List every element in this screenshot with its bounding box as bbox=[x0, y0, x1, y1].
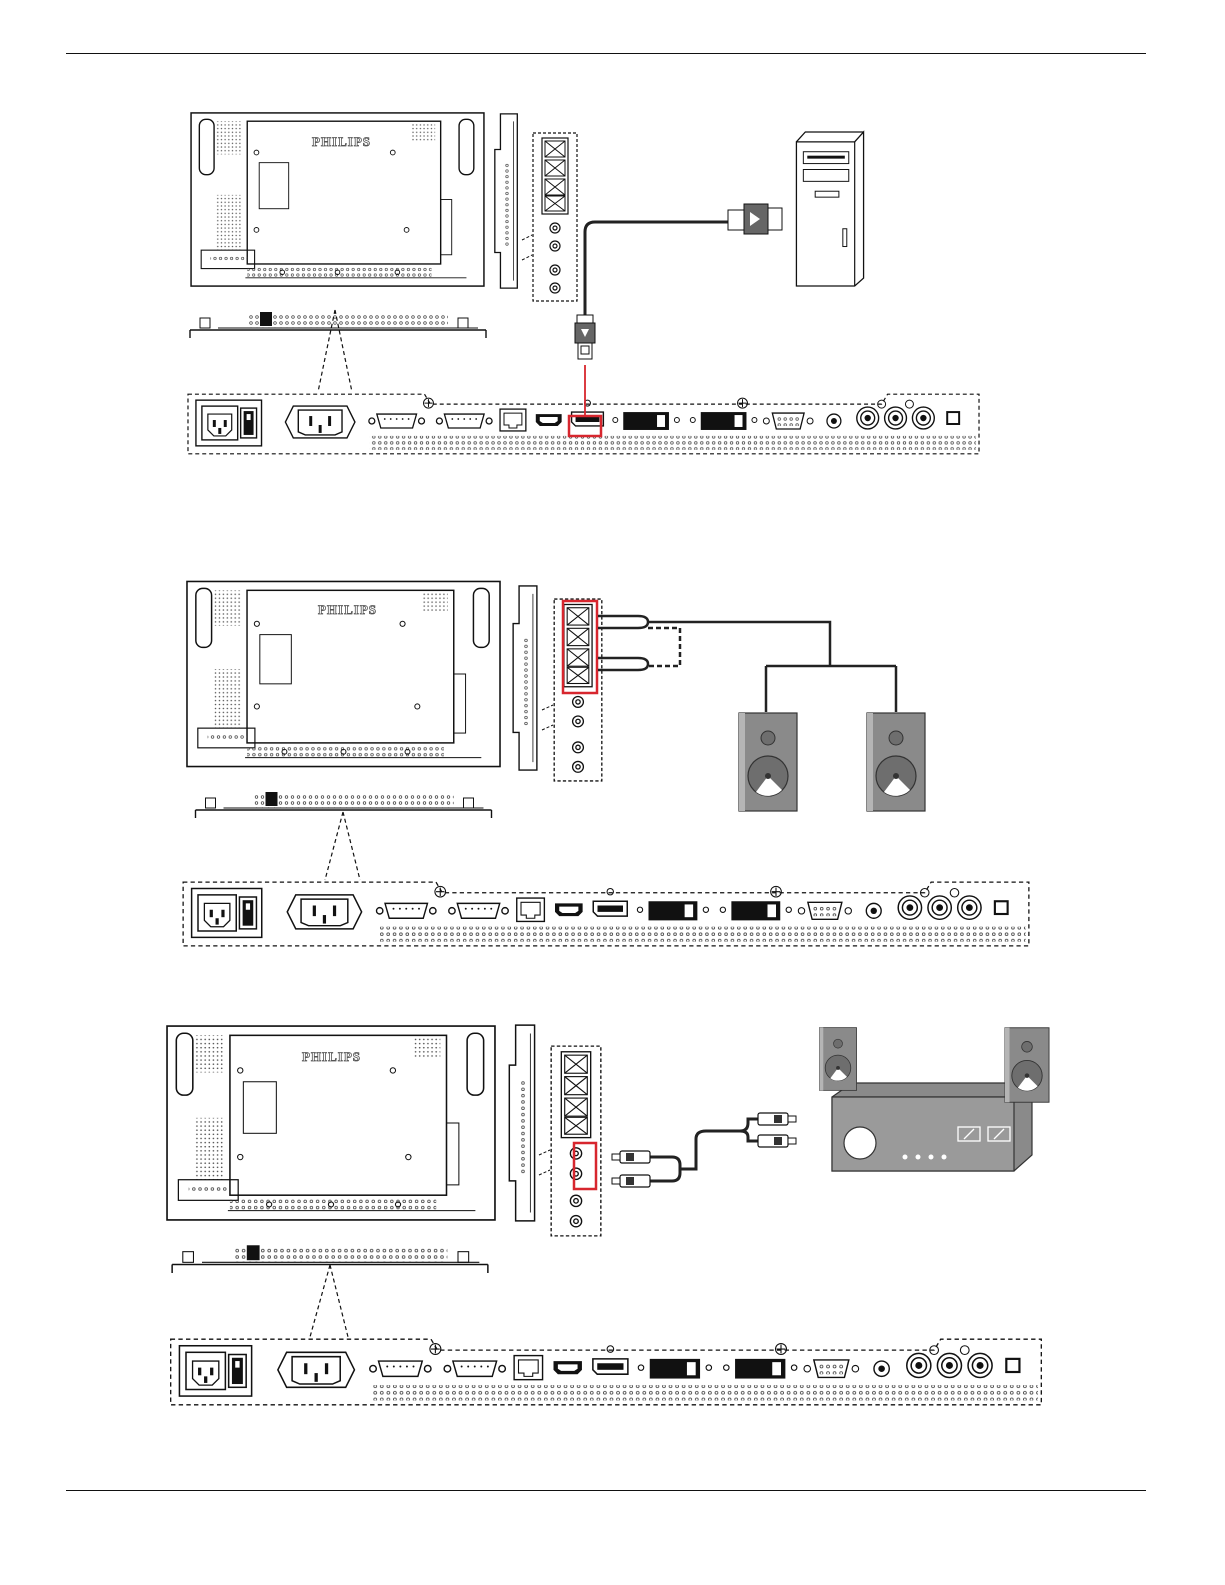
monitor-side-icon bbox=[509, 1025, 534, 1221]
amplifier-icon bbox=[832, 1083, 1032, 1171]
speaker-wires bbox=[598, 616, 896, 712]
dashed-wire bbox=[648, 628, 680, 666]
displayport-cable bbox=[585, 222, 728, 315]
monitor-rear-icon: PHILIPS bbox=[167, 1026, 495, 1220]
speaker-terminal-column bbox=[551, 1046, 601, 1236]
zoom-callout bbox=[325, 812, 360, 880]
monitor-logo: PHILIPS bbox=[302, 1049, 361, 1064]
desktop-pc-icon bbox=[796, 132, 863, 286]
monitor-rear-icon: PHILIPS bbox=[187, 581, 500, 766]
rca-plug-icon bbox=[758, 1113, 796, 1147]
rear-io-panel bbox=[183, 882, 1029, 946]
speaker-terminal-column bbox=[533, 133, 577, 301]
monitor-bottom-icon bbox=[172, 1245, 488, 1273]
callout-lines bbox=[539, 1150, 550, 1175]
footer-rule bbox=[66, 1490, 1146, 1491]
callout-lines bbox=[542, 705, 553, 730]
monitor-side-icon bbox=[513, 586, 537, 770]
speaker-icon bbox=[819, 1028, 856, 1091]
speaker-icon bbox=[867, 713, 925, 811]
zoom-callout bbox=[310, 1265, 348, 1337]
rear-io-panel bbox=[188, 394, 979, 454]
speaker-terminal-column bbox=[554, 599, 602, 781]
header-rule bbox=[66, 53, 1146, 54]
displayport-plug-icon bbox=[575, 315, 595, 359]
highlight-audio-out bbox=[574, 1143, 596, 1189]
callout-lines bbox=[522, 235, 532, 260]
monitor-logo: PHILIPS bbox=[318, 602, 377, 617]
monitor-rear-icon: PHILIPS bbox=[191, 113, 484, 286]
diagram-audio-amplifier: PHILIPS bbox=[0, 1015, 1225, 1445]
monitor-side-icon bbox=[495, 114, 517, 288]
rca-plug-icon bbox=[612, 1151, 650, 1187]
diagram-external-speakers: PHILIPS bbox=[0, 570, 1225, 990]
monitor-logo: PHILIPS bbox=[312, 134, 371, 149]
speaker-icon bbox=[1005, 1028, 1049, 1102]
rear-io-panel bbox=[171, 1339, 1042, 1405]
diagram-displayport-pc: PHILIPS bbox=[0, 100, 1225, 570]
displayport-plug-icon bbox=[728, 204, 782, 234]
speaker-icon bbox=[739, 713, 797, 811]
rca-cable bbox=[650, 1119, 758, 1181]
